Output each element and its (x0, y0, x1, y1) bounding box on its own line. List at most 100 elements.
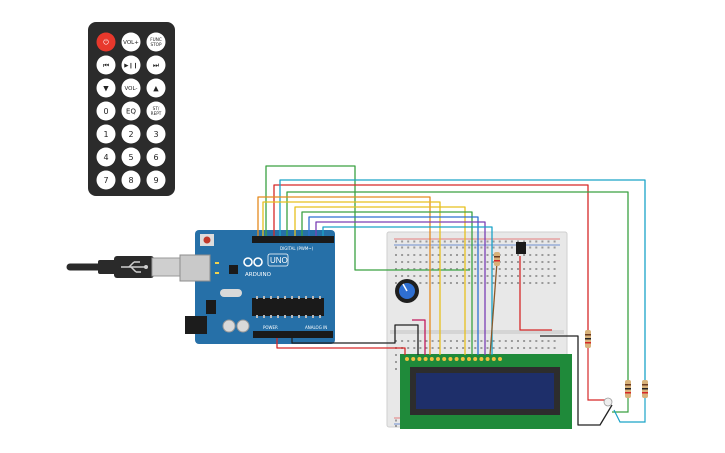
arduino-brand-text: ARDUINO (245, 272, 272, 278)
remote-button-13[interactable]: 2 (121, 124, 141, 144)
breadboard-hole (535, 254, 538, 256)
wire-yellow-1 (262, 201, 441, 355)
breadboard-hole (529, 340, 532, 342)
remote-button-8[interactable]: ▲ (146, 78, 166, 98)
remote-button-10[interactable]: EQ (121, 101, 141, 121)
usb-cable[interactable] (66, 256, 181, 278)
wire-yellow-2 (294, 206, 466, 355)
remote-button-16[interactable]: 5 (121, 147, 141, 167)
ir-receiver[interactable] (516, 242, 526, 254)
breadboard-hole (547, 282, 550, 284)
breadboard-hole (535, 275, 538, 277)
breadboard-hole (443, 268, 446, 270)
breadboard-hole (437, 254, 440, 256)
breadboard-hole (456, 347, 458, 349)
remote-button-11[interactable]: ST/REPT (146, 101, 166, 121)
breadboard-hole (425, 347, 428, 349)
remote-button-12[interactable]: 1 (96, 124, 116, 144)
lcd-16x2[interactable] (400, 354, 572, 429)
breadboard-hole (443, 254, 446, 256)
breadboard-hole (437, 340, 440, 342)
breadboard-hole (492, 240, 495, 243)
breadboard-hole (486, 347, 489, 349)
breadboard-hole (474, 268, 477, 270)
arduino-uno-board[interactable]: ARDUINO UNO DIGITAL (PWM~) POWER ANALOG … (179, 230, 335, 344)
breadboard-hole (523, 254, 526, 256)
breadboard-hole (456, 340, 458, 342)
breadboard-hole (413, 347, 416, 349)
breadboard-hole (517, 275, 519, 277)
breadboard-hole (401, 261, 404, 263)
resistor-2[interactable] (625, 380, 631, 398)
remote-button-3[interactable]: ⏮ (96, 55, 116, 75)
lcd-pin (498, 357, 502, 361)
breadboard-hole (529, 282, 532, 284)
remote-button-label: 3 (153, 130, 158, 139)
breadboard-hole (456, 261, 458, 263)
lcd-pin (473, 357, 478, 361)
remote-button-20[interactable]: 9 (146, 170, 166, 190)
wires[interactable] (257, 165, 646, 426)
arduino-model-text: UNO (270, 256, 288, 265)
breadboard-hole (492, 268, 495, 270)
breadboard-hole (437, 275, 440, 277)
breadboard-hole (401, 254, 404, 256)
remote-button-label: ▲ (153, 85, 159, 93)
breadboard-hole (456, 268, 458, 270)
remote-button-4[interactable]: ▶❙❙ (121, 55, 141, 75)
breadboard-hole (553, 240, 556, 243)
remote-button-label: EQ (126, 108, 136, 116)
breadboard-hole (547, 240, 550, 243)
breadboard-hole (504, 268, 507, 270)
breadboard-hole (431, 240, 434, 243)
rgb-led[interactable] (587, 348, 646, 423)
remote-button-5[interactable]: ⏭ (146, 55, 166, 75)
remote-button-15[interactable]: 4 (96, 147, 116, 167)
breadboard-hole (395, 282, 397, 284)
breadboard-hole (547, 275, 550, 277)
breadboard-hole (474, 340, 477, 342)
breadboard-hole (419, 254, 422, 256)
resistor-3[interactable] (642, 380, 648, 398)
remote-button-label: ▶❙❙ (124, 62, 137, 69)
breadboard-hole (401, 340, 404, 342)
breadboard-hole (480, 261, 483, 263)
potentiometer[interactable] (395, 279, 419, 303)
breadboard-hole (498, 268, 501, 270)
remote-button-19[interactable]: 8 (121, 170, 141, 190)
breadboard-hole (535, 340, 538, 342)
resistor-1[interactable] (585, 330, 591, 348)
breadboard-hole (547, 268, 550, 270)
breadboard-hole (407, 275, 410, 277)
breadboard-hole (437, 347, 440, 349)
lcd-pin (429, 357, 434, 361)
breadboard-hole (425, 282, 428, 284)
wire-magenta-1 (412, 319, 426, 355)
breadboard-hole (498, 246, 501, 249)
remote-button-18[interactable]: 7 (96, 170, 116, 190)
breadboard-hole (547, 254, 550, 256)
remote-button-1[interactable]: VOL+ (121, 32, 141, 52)
breadboard-hole (547, 340, 550, 342)
remote-button-6[interactable]: ▼ (96, 78, 116, 98)
breadboard-hole (504, 254, 507, 256)
remote-button-7[interactable]: VOL- (121, 78, 141, 98)
breadboard-hole (480, 275, 483, 277)
remote-button-14[interactable]: 3 (146, 124, 166, 144)
remote-button-17[interactable]: 6 (146, 147, 166, 167)
remote-button-0[interactable]: ⏻ (96, 32, 116, 52)
breadboard-hole (413, 340, 416, 342)
breadboard-hole (541, 347, 544, 349)
breadboard-hole (486, 254, 489, 256)
wire-purple-1 (315, 221, 486, 355)
wire-red-bottom (276, 338, 406, 355)
breadboard-hole (449, 340, 452, 342)
remote-button-9[interactable]: 0 (96, 101, 116, 121)
resistor-breadboard[interactable] (494, 252, 500, 266)
breadboard-hole (443, 347, 446, 349)
remote-button-label: ⏭ (153, 62, 160, 70)
breadboard-hole (492, 254, 495, 256)
